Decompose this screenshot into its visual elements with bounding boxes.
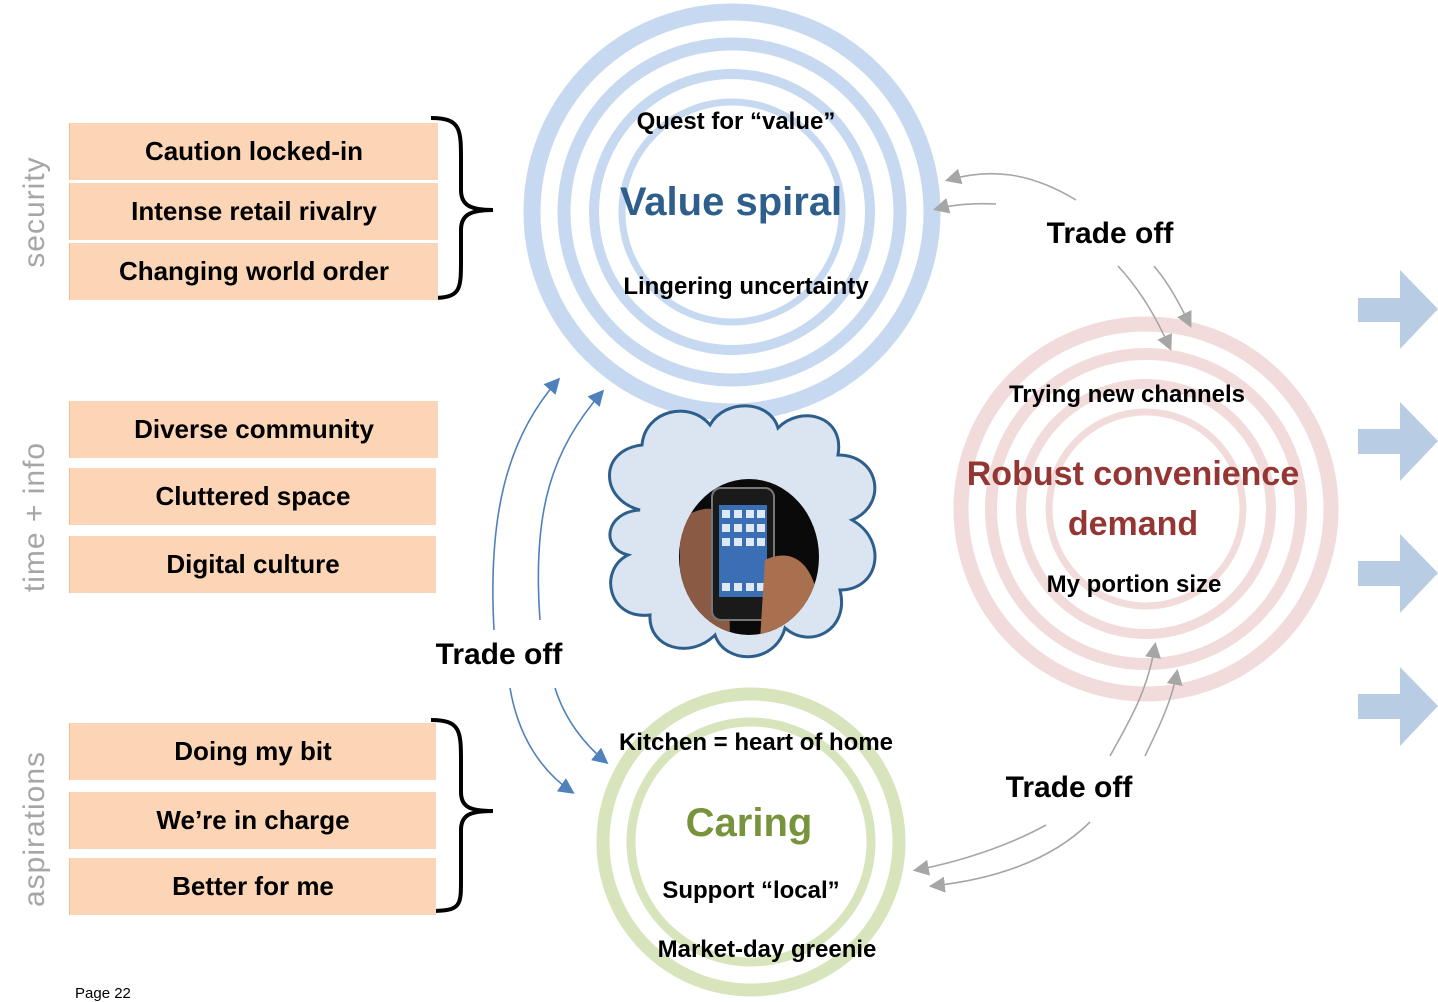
tradeoff-arrows-left xyxy=(492,377,609,794)
smartphone-in-hand-image xyxy=(679,479,819,635)
value-spiral-title: Value spiral xyxy=(619,180,843,224)
convenience-title-line-1: Robust convenience xyxy=(966,455,1300,493)
caring-middle-text: Support “local” xyxy=(662,877,840,904)
driver-box-better-for-me: Better for me xyxy=(69,858,436,915)
trade-off-label-left: Trade off xyxy=(435,638,563,671)
tradeoff-arrows-upper xyxy=(932,168,1192,351)
driver-box-changing-world-order: Changing world order xyxy=(69,243,438,300)
driver-box-diverse-community: Diverse community xyxy=(69,401,438,458)
tradeoff-arrows-lower xyxy=(912,641,1183,893)
brace-aspirations xyxy=(430,718,494,913)
driver-box-intense-retail-rivalry: Intense retail rivalry xyxy=(69,183,438,240)
value-spiral-top-text: Quest for “value” xyxy=(636,108,836,135)
driver-box-caution-locked-in: Caution locked-in xyxy=(69,123,438,180)
value-spiral-bottom-text: Lingering uncertainty xyxy=(623,273,869,300)
value-spiral-rings xyxy=(523,3,941,421)
right-arrows xyxy=(1358,270,1438,746)
group-label-aspirations: aspirations xyxy=(18,750,51,908)
driver-box-doing-my-bit: Doing my bit xyxy=(69,723,436,780)
right-arrow-3 xyxy=(1358,534,1438,613)
trade-off-label-upper-right: Trade off xyxy=(1046,217,1174,250)
right-arrow-4 xyxy=(1358,667,1438,746)
convenience-rings xyxy=(953,316,1339,702)
driver-box-digital-culture: Digital culture xyxy=(69,536,436,593)
page-number: Page 22 xyxy=(75,985,131,1002)
convenience-title: Robust convenience demand xyxy=(967,449,1300,549)
caring-title: Caring xyxy=(685,801,813,845)
driver-box-were-in-charge: We’re in charge xyxy=(69,792,436,849)
caring-bottom-text: Market-day greenie xyxy=(657,936,877,963)
convenience-top-text: Trying new channels xyxy=(1008,381,1246,408)
driver-box-cluttered-space: Cluttered space xyxy=(69,468,436,525)
brace-security xyxy=(430,116,494,300)
right-arrow-1 xyxy=(1358,270,1438,349)
convenience-bottom-text: My portion size xyxy=(1046,571,1222,598)
group-label-time-info: time + info xyxy=(18,441,51,593)
group-label-security: security xyxy=(18,156,51,268)
trade-off-label-lower-right: Trade off xyxy=(1005,771,1133,804)
caring-top-text: Kitchen = heart of home xyxy=(618,729,894,756)
caring-rings xyxy=(596,687,906,997)
convenience-title-line-2: demand xyxy=(1067,505,1199,543)
right-arrow-2 xyxy=(1358,402,1438,481)
